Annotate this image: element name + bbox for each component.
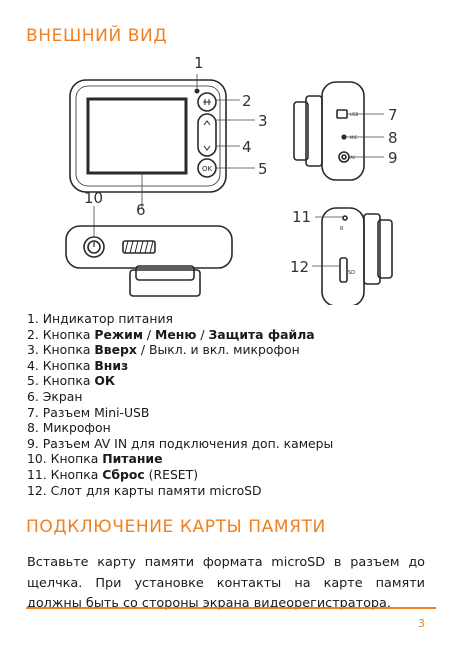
mic-label: MIC	[350, 135, 358, 140]
legend-item: 10. Кнопка Питание	[27, 451, 163, 467]
lens-bottom-back	[135, 265, 195, 281]
legend-item: 9. Разъем AV IN для подключения доп. кам…	[27, 435, 334, 451]
memory-card-instructions: Вставьте карту памяти формата microSD в …	[27, 555, 425, 611]
callout-12: 12	[290, 258, 309, 276]
device-top-body	[321, 207, 365, 305]
device-side-body	[321, 81, 365, 181]
page-number: 3	[418, 617, 425, 630]
legend-item: 12. Слот для карты памяти microSD	[27, 482, 262, 498]
legend-item: 11. Кнопка Сброс (RESET)	[27, 466, 199, 482]
lens-ring-back	[293, 101, 309, 161]
legend-item: 2. Кнопка Режим / Меню / Защита файла	[27, 326, 315, 342]
legend-item: 7. Разъем Mini-USB	[27, 404, 150, 420]
legend-item: 4. Кнопка Вниз	[27, 357, 129, 373]
lens-top-back	[377, 219, 393, 279]
screen	[86, 97, 188, 175]
usb-label: USB	[350, 112, 358, 117]
legend-item: 5. Кнопка ОК	[27, 373, 116, 389]
callout-7: 7	[388, 106, 398, 124]
mode-button	[197, 92, 217, 112]
power-indicator	[194, 88, 200, 94]
av-label: AV	[350, 155, 355, 160]
callout-8: 8	[388, 129, 398, 147]
section-title-memory-card: ПОДКЛЮЧЕНИЕ КАРТЫ ПАМЯТИ	[26, 517, 326, 537]
microsd-slot	[339, 257, 348, 283]
section-title-appearance: ВНЕШНИЙ ВИД	[26, 26, 168, 46]
parts-legend: 1. Индикатор питания 2. Кнопка Режим / М…	[27, 311, 437, 498]
legend-item: 8. Микрофон	[27, 420, 111, 436]
reset-hole	[342, 215, 348, 221]
callout-10: 10	[84, 189, 103, 207]
sd-label: SD	[348, 270, 355, 276]
lens-top-ring	[363, 213, 381, 285]
legend-item: 1. Индикатор питания	[27, 311, 174, 326]
av-in-port	[338, 151, 350, 163]
ok-button-label: OK	[202, 165, 213, 173]
device-diagram: OK USB MIC AV R SD	[65, 54, 398, 305]
device-bottom-body	[65, 225, 233, 269]
callout-3: 3	[258, 112, 268, 130]
callout-1: 1	[194, 54, 204, 72]
device-front-inner-edge	[75, 85, 221, 187]
legend-item: 6. Экран	[27, 388, 83, 404]
callout-6: 6	[136, 201, 146, 219]
footer-divider	[26, 607, 436, 609]
lens-bottom	[129, 269, 201, 297]
legend-item: 3. Кнопка Вверх / Выкл. и вкл. микрофон	[27, 342, 300, 358]
callout-5: 5	[258, 160, 268, 178]
device-front-body	[69, 79, 227, 193]
mount-slot	[122, 240, 156, 254]
microphone-hole	[341, 134, 347, 140]
callout-2: 2	[242, 92, 252, 110]
callout-9: 9	[388, 149, 398, 167]
up-down-button	[197, 113, 217, 157]
mini-usb-port	[336, 109, 348, 119]
reset-label: R	[340, 226, 344, 232]
callout-11: 11	[292, 208, 311, 226]
callout-4: 4	[242, 138, 252, 156]
